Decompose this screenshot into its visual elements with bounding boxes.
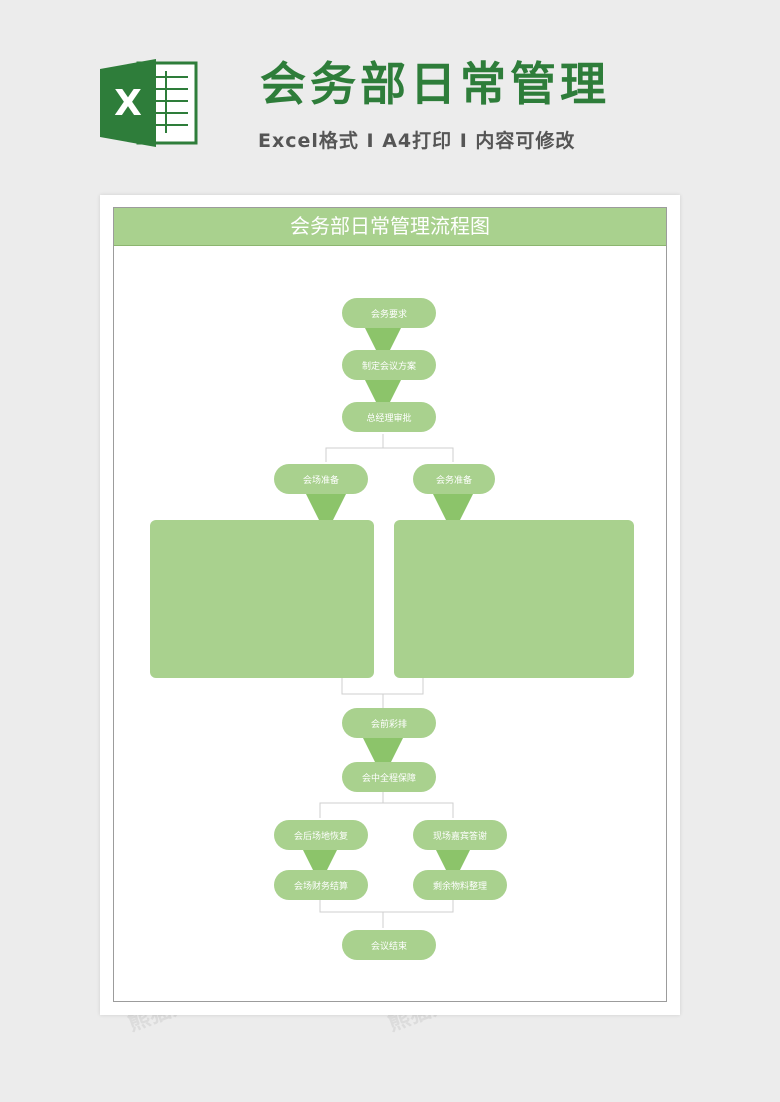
flowchart-title: 会务部日常管理流程图: [114, 208, 666, 246]
flow-node-rehearsal: 会前彩排: [342, 708, 436, 738]
flow-node-guest-thanks: 现场嘉宾答谢: [413, 820, 507, 850]
flow-node-finance-settle: 会场财务结算: [274, 870, 368, 900]
branch-lines: [319, 434, 454, 928]
page-title: 会务部日常管理: [260, 57, 610, 111]
flow-node-venue-prep: 会场准备: [274, 464, 368, 494]
svg-text:X: X: [114, 83, 142, 124]
flow-node-meeting-end: 会议结束: [342, 930, 436, 960]
flow-node-venue-restore: 会后场地恢复: [274, 820, 368, 850]
flow-node-material-sort: 剩余物料整理: [413, 870, 507, 900]
flow-node-full-support: 会中全程保障: [342, 762, 436, 792]
flow-node-affairs-prep: 会务准备: [413, 464, 495, 494]
excel-logo-icon: X: [100, 59, 198, 147]
flow-arrows: [300, 324, 473, 884]
flow-node-meeting-request: 会务要求: [342, 298, 436, 328]
flow-node-gm-approval: 总经理审批: [342, 402, 436, 432]
flow-node-make-plan: 制定会议方案: [342, 350, 436, 380]
flowchart-frame: 会务部日常管理流程图 会务要求 制定会议方案 总经: [113, 207, 667, 1002]
page-subtitle: Excel格式 I A4打印 I 内容可修改: [258, 130, 576, 152]
affairs-prep-detail-box: [394, 520, 634, 678]
page-header: X 会务部日常管理 Excel格式 I A4打印 I 内容可修改: [0, 0, 780, 190]
venue-prep-detail-box: [150, 520, 374, 678]
flowchart-connectors: [300, 324, 473, 928]
